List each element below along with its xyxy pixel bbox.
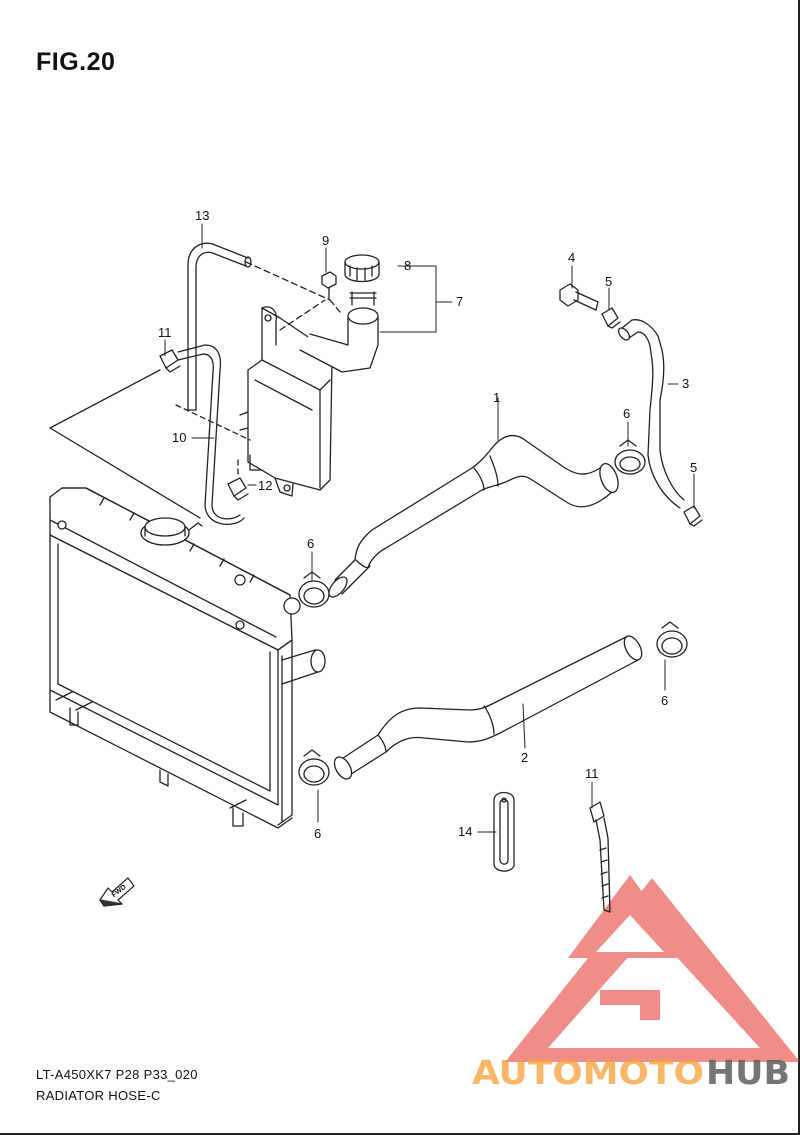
callout-12: 13 bbox=[195, 208, 209, 223]
watermark-text-automoto: AUTOMOTO bbox=[472, 1053, 704, 1092]
clamp-11-lower bbox=[227, 477, 249, 501]
figure-code: LT-A450XK7 P28 P33_020 bbox=[36, 1067, 198, 1082]
watermark-logo-icon bbox=[505, 875, 800, 1062]
callout-5-lower: 5 bbox=[690, 460, 697, 475]
callout-9: 9 bbox=[322, 233, 329, 248]
radiator bbox=[49, 487, 326, 829]
hose-3 bbox=[617, 319, 685, 509]
clamp-6-b bbox=[298, 571, 330, 608]
callout-10: 10 bbox=[172, 430, 186, 445]
hose-2 bbox=[333, 635, 643, 780]
clamp-6-d bbox=[298, 749, 330, 786]
callout-6-b: 6 bbox=[307, 536, 314, 551]
holder-13 bbox=[493, 791, 515, 872]
tie-band-14 bbox=[589, 801, 611, 913]
clamp-6-a bbox=[614, 439, 646, 475]
clamp-5-lower bbox=[683, 505, 703, 527]
callout-7: 7 bbox=[456, 294, 463, 309]
watermark-text-hub: HUB bbox=[706, 1053, 790, 1092]
callout-6-c: 6 bbox=[661, 693, 668, 708]
callout-13: 14 bbox=[458, 824, 472, 839]
figure-name: RADIATOR HOSE-C bbox=[36, 1088, 161, 1103]
clamp-5-upper bbox=[601, 307, 621, 329]
hose-1 bbox=[328, 434, 619, 598]
union-bolt-4 bbox=[559, 283, 599, 311]
callout-11-upper: 11 bbox=[158, 325, 172, 340]
clamp-6-c bbox=[656, 621, 688, 658]
clamp-11-upper bbox=[159, 349, 181, 373]
reservoir-tank bbox=[239, 254, 380, 497]
fwd-arrow-icon bbox=[99, 877, 135, 907]
callout-6-d: 6 bbox=[314, 826, 321, 841]
callout-4: 4 bbox=[568, 250, 575, 265]
callout-2: 2 bbox=[521, 750, 528, 765]
callout-3: 3 bbox=[682, 376, 689, 391]
callout-14: 11 bbox=[585, 766, 599, 781]
callout-5-upper: 5 bbox=[605, 274, 612, 289]
callout-8: 8 bbox=[404, 258, 411, 273]
callout-leaders bbox=[164, 223, 695, 833]
watermark-text: AUTOMOTO HUB bbox=[472, 1053, 790, 1092]
callout-6-a: 6 bbox=[623, 406, 630, 421]
figure-title: FIG.20 bbox=[36, 48, 116, 76]
hose-12 bbox=[187, 242, 252, 411]
callout-11-lower: 12 bbox=[258, 478, 272, 493]
callout-1: 1 bbox=[493, 390, 500, 405]
